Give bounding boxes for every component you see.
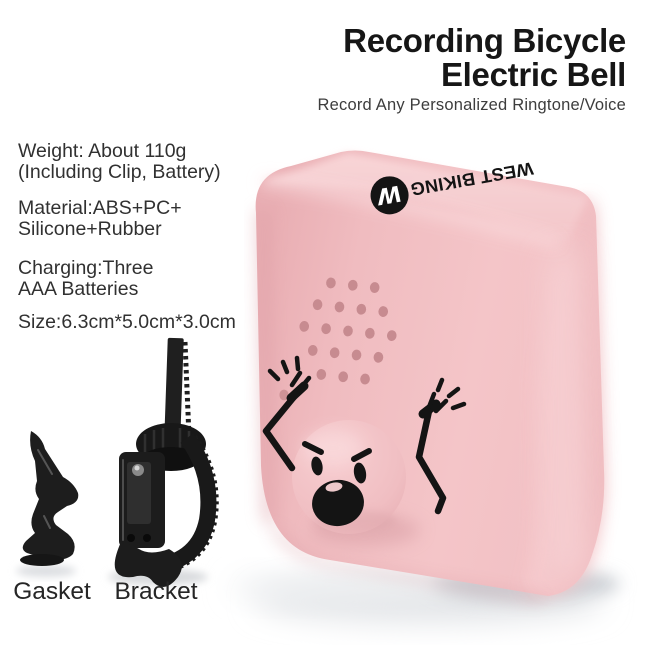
speaker-hole (360, 373, 370, 385)
speaker-hole (338, 371, 348, 383)
motion-lines (435, 377, 467, 411)
spec-line: Silicone+Rubber (18, 217, 162, 240)
left-eye (311, 456, 323, 476)
bracket-label: Bracket (114, 578, 198, 605)
speaker-holes (299, 277, 397, 385)
waving-arms (262, 355, 467, 515)
gasket-body (22, 431, 79, 560)
bracket-screw-shine (134, 465, 140, 471)
gasket-shadow (16, 565, 76, 577)
spec-weight: Weight: About 110g (Including Clip, Batt… (18, 141, 268, 182)
speaker-hole (365, 327, 375, 339)
spec-material: Material:ABS+PC+ Silicone+Rubber (18, 198, 268, 239)
bracket-wingnut (114, 542, 182, 587)
speaker-hole (312, 299, 323, 311)
tooth (325, 482, 343, 492)
spec-list: Weight: About 110g (Including Clip, Batt… (18, 141, 268, 349)
mouth (312, 479, 364, 527)
speaker-hole (351, 349, 362, 361)
spec-line: Size:6.3cm*5.0cm*3.0cm (18, 311, 236, 333)
speaker-hole (299, 321, 310, 332)
left-finger (296, 375, 312, 393)
left-finger (289, 370, 303, 388)
speaker-hole (326, 277, 336, 289)
bell-bottom-shading (270, 525, 545, 603)
spec-line: AAA Batteries (18, 277, 139, 300)
bracket-hole (143, 534, 151, 542)
gasket-label: Gasket (13, 578, 91, 605)
button-highlight (303, 431, 363, 465)
speaker-hole (307, 345, 318, 356)
angry-face (302, 441, 372, 527)
bell-top-face (262, 153, 588, 243)
product-photo: WEST BIKING W (255, 150, 605, 603)
bracket-strap-top (164, 337, 184, 441)
spec-charging: Charging:Three AAA Batteries (18, 258, 268, 299)
speaker-hole (329, 347, 340, 359)
bracket-knob-ridges (143, 428, 198, 461)
gasket-base (20, 554, 64, 566)
speaker-hole (348, 279, 358, 291)
header: Recording Bicycle Electric Bell Record A… (206, 22, 627, 115)
bell-front-highlight (545, 250, 588, 580)
bell-left-shading (256, 210, 276, 525)
speaker-hole (334, 301, 345, 313)
speaker-hole (321, 323, 331, 335)
bracket-hole (127, 534, 135, 542)
speaker-hole (316, 369, 327, 380)
spec-size: Size:6.3cm*5.0cm*3.0cm (18, 312, 268, 333)
bracket-body-panel (127, 462, 151, 524)
left-arm (262, 355, 312, 472)
speaker-hole (373, 351, 384, 363)
left-eyebrow (302, 441, 324, 455)
right-finger (433, 398, 449, 414)
gasket-highlight (37, 449, 53, 529)
speaker-hole (356, 303, 367, 315)
mic-hole (279, 389, 289, 401)
right-eyebrow (351, 448, 372, 462)
spec-line: (Including Clip, Battery) (18, 160, 221, 183)
product-title-line1: Recording Bicycle (343, 22, 626, 59)
bracket-image (114, 337, 219, 587)
spec-line: Material:ABS+PC+ (18, 197, 182, 219)
product-title-line2: Electric Bell (440, 56, 626, 93)
product-subtitle: Record Any Personalized Ringtone/Voice (317, 96, 626, 114)
speaker-hole (369, 282, 380, 293)
right-eye (353, 462, 367, 484)
speaker-hole (378, 306, 389, 317)
motion-lines (267, 355, 301, 382)
spec-line: Charging:Three (18, 257, 154, 279)
speaker-hole (386, 330, 397, 341)
speaker-hole (343, 325, 353, 337)
right-arm (415, 377, 467, 515)
spec-line: Weight: About 110g (18, 140, 187, 162)
bracket-strap-teeth (182, 341, 192, 437)
brand-mark-circle (370, 176, 409, 215)
right-finger (426, 391, 437, 410)
gasket-image (20, 431, 79, 566)
